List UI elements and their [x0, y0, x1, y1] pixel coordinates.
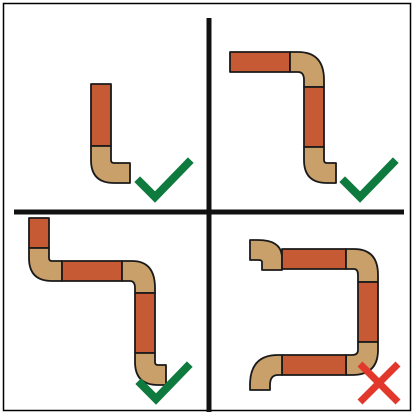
straight-pipe-segment: [282, 355, 346, 375]
straight-pipe-segment: [29, 218, 49, 248]
straight-pipe-segment: [230, 52, 290, 72]
straight-pipe-segment: [304, 87, 324, 147]
straight-pipe-segment: [135, 293, 155, 353]
straight-pipe-segment: [282, 249, 346, 269]
straight-pipe-segment: [358, 282, 378, 342]
straight-pipe-segment: [91, 84, 111, 146]
straight-pipe-segment: [62, 261, 122, 281]
